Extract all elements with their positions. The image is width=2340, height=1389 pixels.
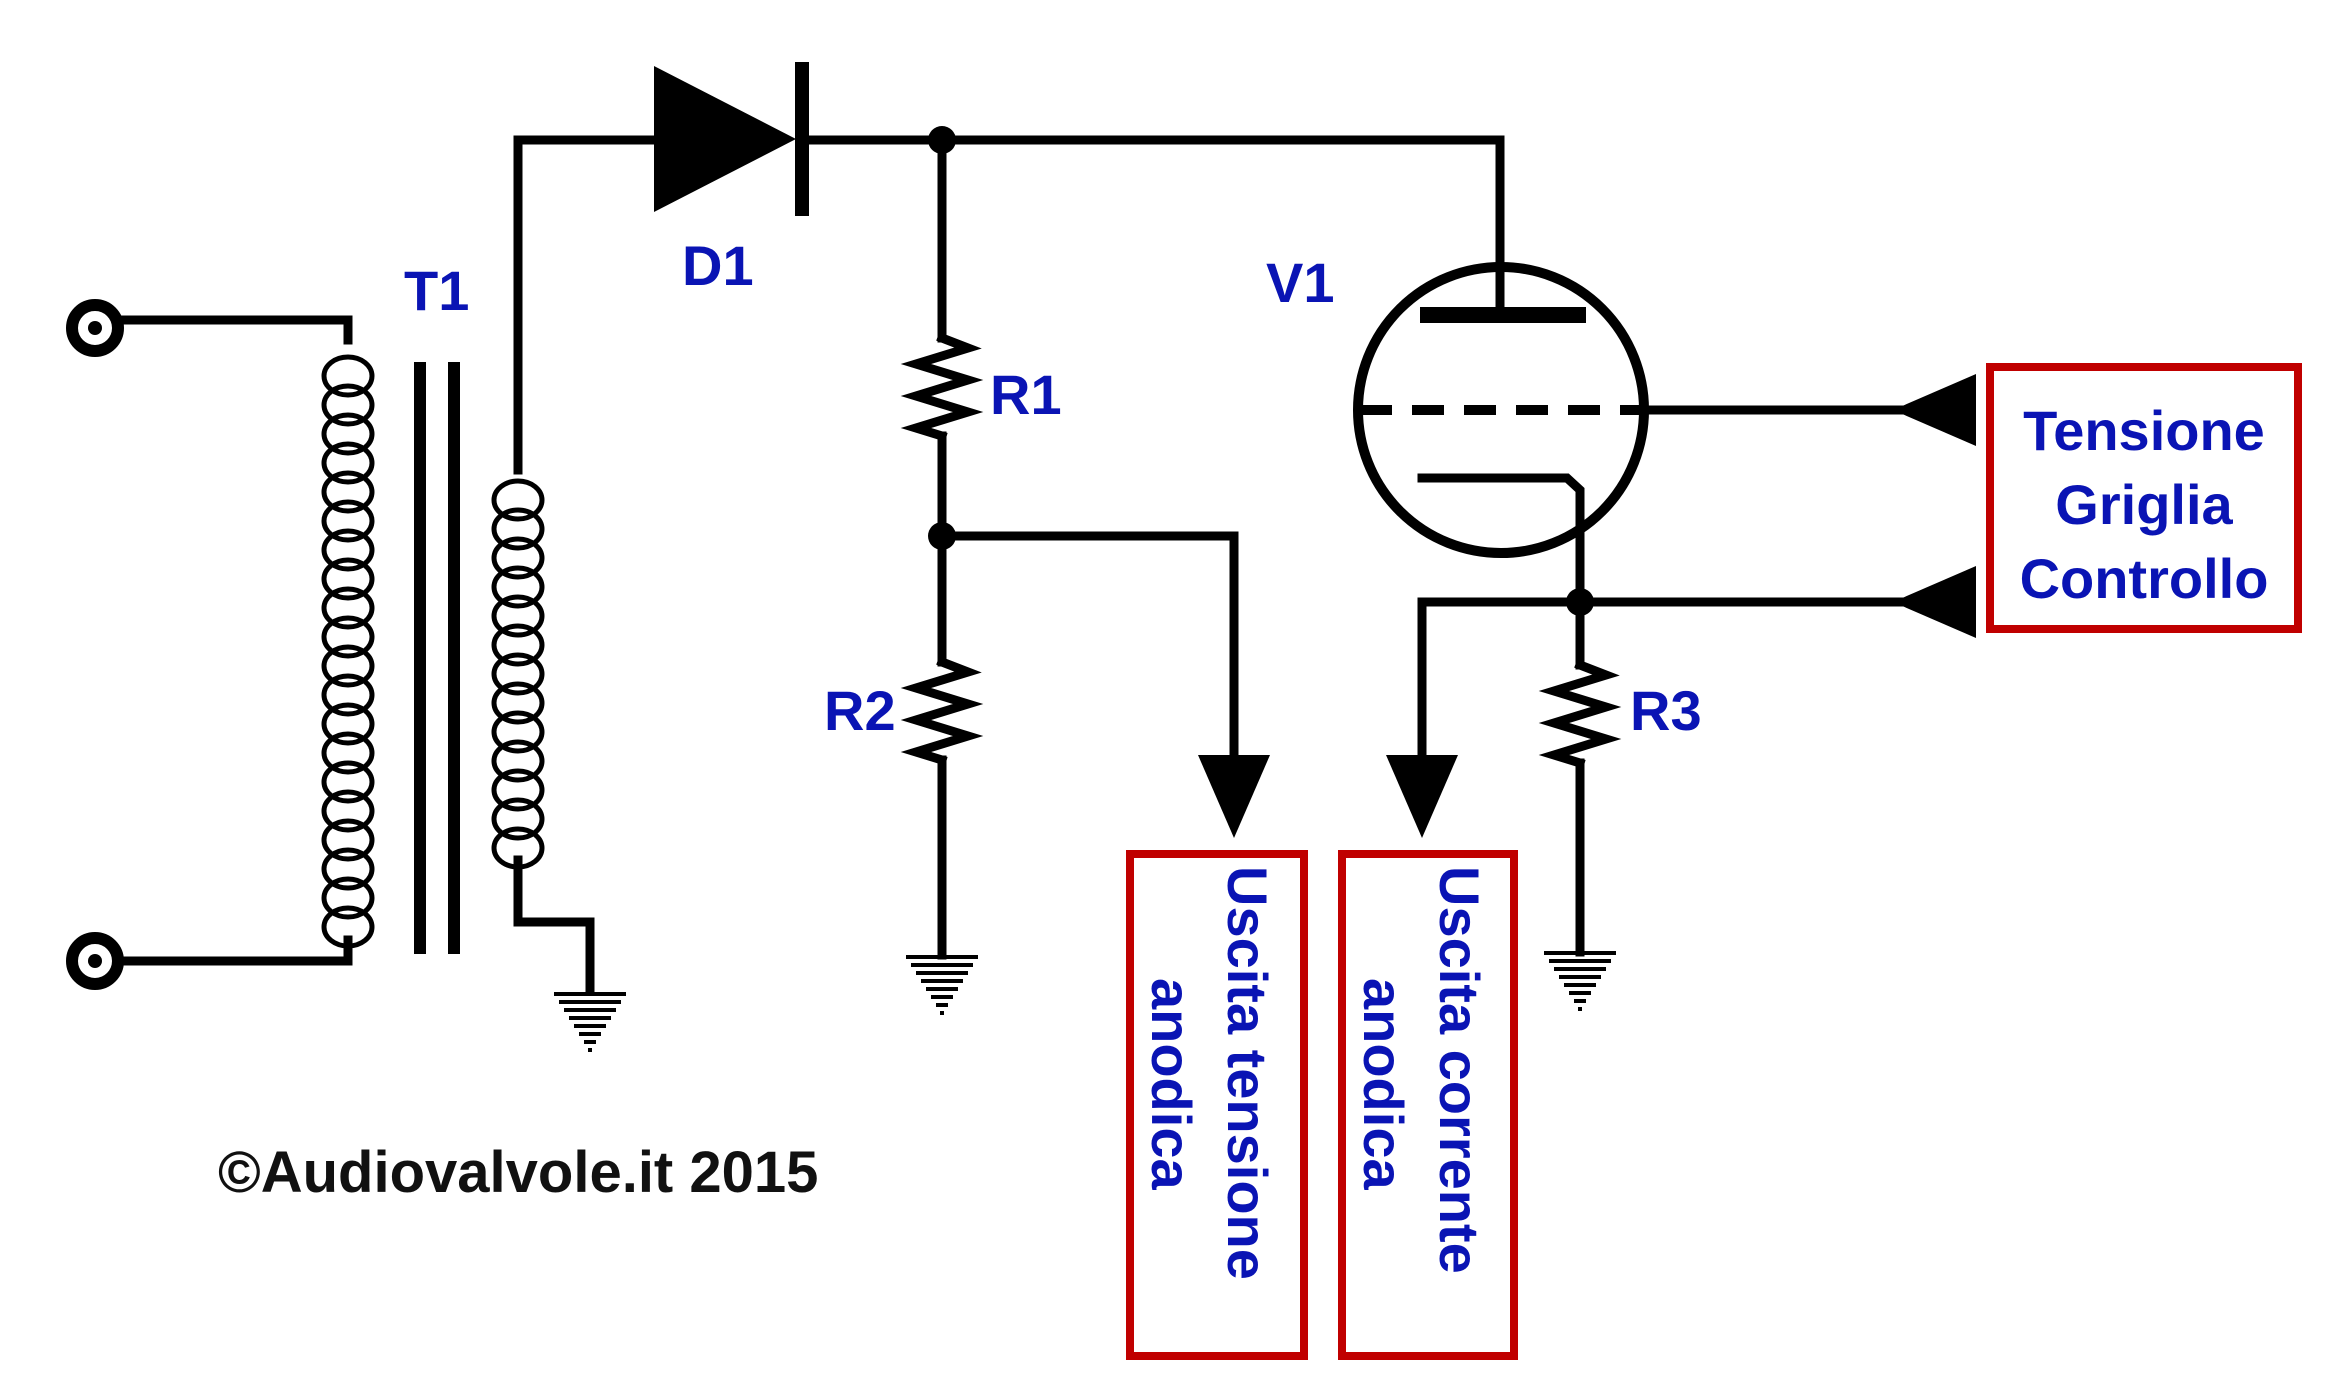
label-v1: V1 (1266, 251, 1335, 314)
coil-turn (321, 789, 375, 833)
anode-voltage-line-2: anodica (1140, 978, 1203, 1190)
anode-voltage-output-wire (937, 531, 1239, 760)
anode-current-line-1: Uscita corrente (1428, 866, 1491, 1274)
coil-turn (321, 354, 375, 398)
label-r3: R3 (1630, 679, 1702, 742)
secondary-bottom-wire (513, 855, 595, 995)
coil-turn (321, 731, 375, 775)
coil-turn (321, 673, 375, 717)
coil-turn (321, 557, 375, 601)
label-d1: D1 (682, 234, 754, 297)
anode-voltage-box: Uscita tensione anodica (1126, 850, 1308, 1360)
grid-voltage-box: Tensione Griglia Controllo (1986, 363, 2302, 633)
vacuum-tube-v1 (1353, 255, 1649, 605)
input-wire-top (113, 315, 353, 345)
resistor-r3 (1538, 659, 1622, 769)
coil-turn (321, 644, 375, 688)
coil-turn (321, 847, 375, 891)
coil-turn (321, 441, 375, 485)
anode-current-box: Uscita corrente anodica (1338, 850, 1518, 1360)
grid-voltage-line-3: Controllo (2020, 547, 2269, 610)
coil-turn (321, 905, 375, 949)
input-terminal-top (66, 299, 124, 357)
input-wire-bottom (113, 935, 353, 966)
coil-turn (321, 499, 375, 543)
copyright-text: ©Audiovalvole.it 2015 (218, 1140, 818, 1205)
anode-voltage-line-1: Uscita tensione (1216, 866, 1279, 1280)
coil-turn (491, 507, 545, 551)
label-t1: T1 (404, 259, 469, 322)
anode-current-output-arrow (1386, 755, 1458, 838)
coil-turn (491, 623, 545, 667)
transformer-primary-coil (321, 354, 375, 949)
ground-cathode (1544, 951, 1616, 1011)
coil-turn (491, 594, 545, 638)
ground-transformer (554, 992, 626, 1052)
label-r1: R1 (990, 363, 1062, 426)
grid-input-arrow-top (1893, 374, 1976, 446)
coil-turn (491, 565, 545, 609)
coil-turn (491, 478, 545, 522)
secondary-top-wire (513, 135, 665, 475)
coil-turn (491, 536, 545, 580)
resistor-r2 (900, 656, 984, 766)
grid-input-arrow-bottom (1893, 566, 1976, 638)
anode-voltage-output-arrow (1198, 755, 1270, 838)
coil-turn (491, 652, 545, 696)
coil-turn (491, 768, 545, 812)
coil-turn (321, 702, 375, 746)
coil-turn (321, 412, 375, 456)
transformer-secondary-coil (491, 478, 545, 870)
ground-divider (906, 955, 978, 1015)
tube-anode-plate (1420, 307, 1586, 323)
label-r2: R2 (824, 679, 896, 742)
coil-turn (321, 615, 375, 659)
grid-voltage-line-2: Griglia (2055, 473, 2233, 536)
coil-turn (321, 470, 375, 514)
input-terminal-bottom (66, 932, 124, 990)
coil-turn (491, 681, 545, 725)
grid-voltage-line-1: Tensione (2023, 399, 2265, 462)
coil-turn (321, 528, 375, 572)
coil-turn (491, 797, 545, 841)
tube-cathode (1417, 473, 1585, 605)
transformer-core (414, 362, 460, 954)
coil-turn (491, 739, 545, 783)
coil-turn (321, 876, 375, 920)
coil-turn (321, 383, 375, 427)
diode-d1 (654, 62, 809, 216)
coil-turn (321, 586, 375, 630)
coil-turn (491, 710, 545, 754)
diode-output-wire (803, 135, 1505, 265)
anode-current-line-2: anodica (1352, 978, 1415, 1190)
coil-turn (321, 818, 375, 862)
resistor-r1 (900, 332, 984, 442)
coil-turn (321, 760, 375, 804)
